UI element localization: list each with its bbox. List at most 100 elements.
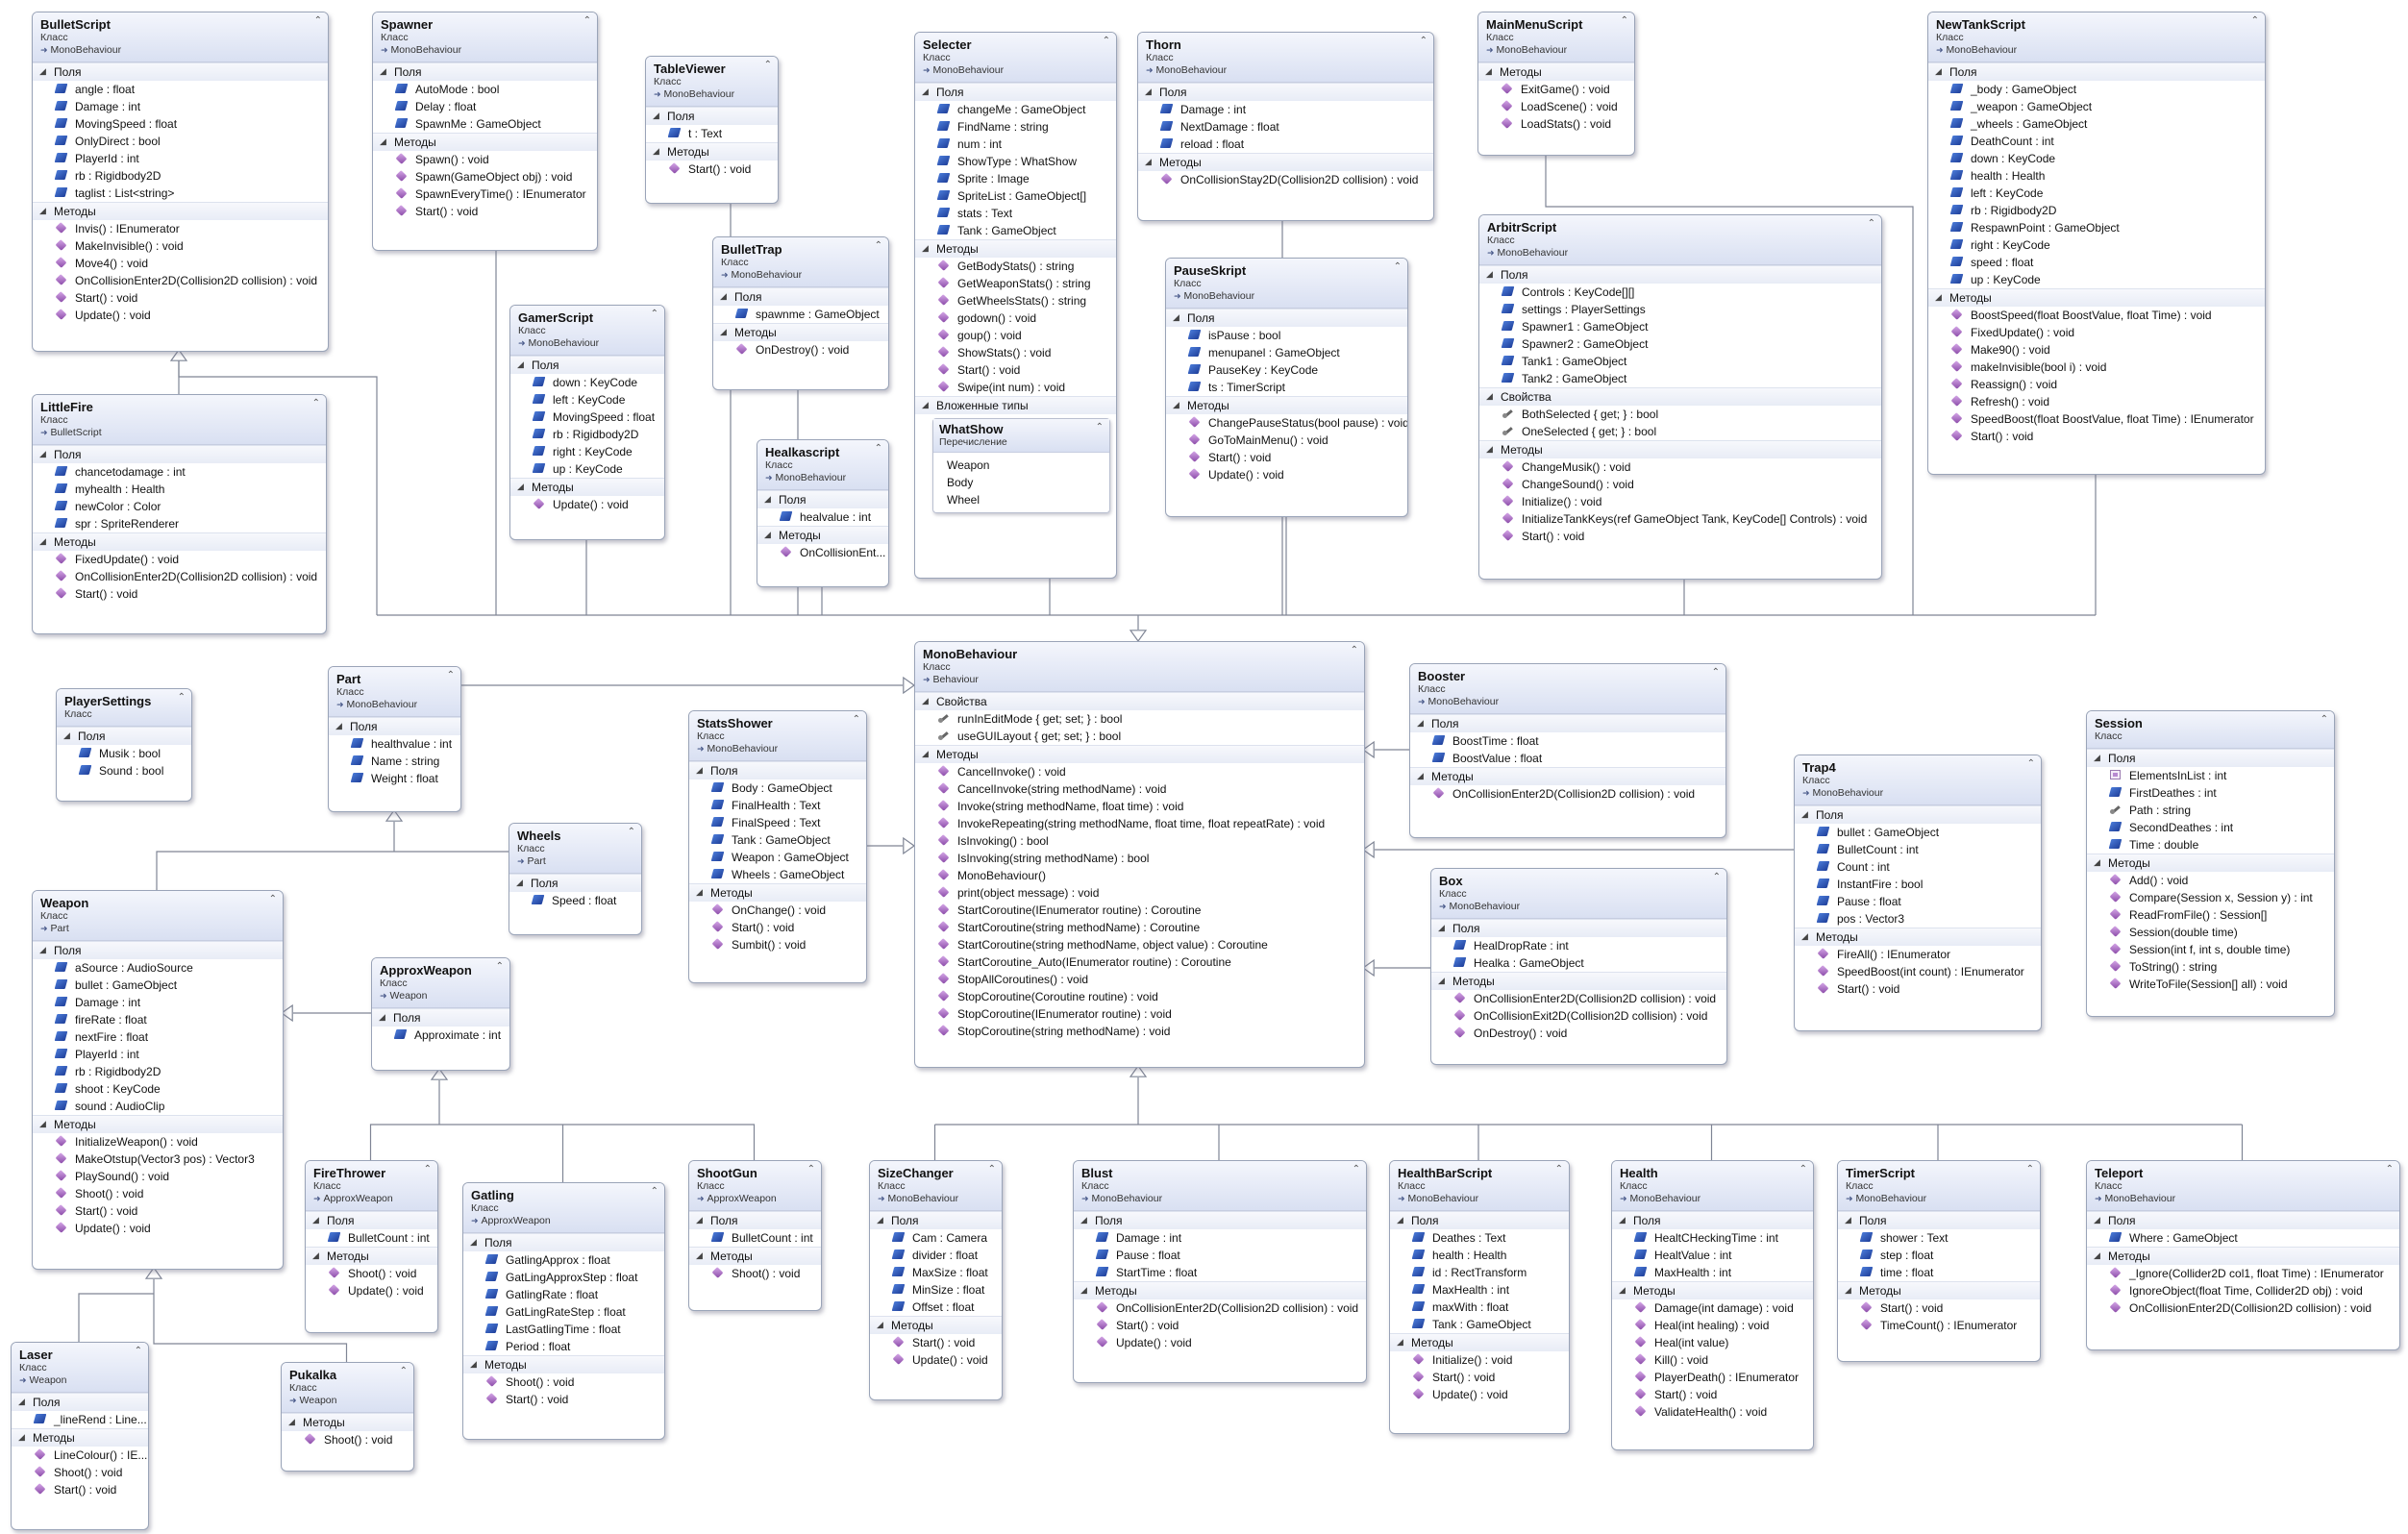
class-member[interactable]: FireAll() : IEnumerator [1795, 946, 2041, 963]
collapse-chevron-icon[interactable]: ⌃ [1393, 261, 1402, 272]
class-member[interactable]: MaxSize : float [870, 1264, 1002, 1281]
class-member[interactable]: MaxHealth : int [1390, 1281, 1569, 1299]
class-member[interactable]: Musik : bool [57, 745, 191, 762]
class-member[interactable]: MaxHealth : int [1612, 1264, 1813, 1281]
class-member[interactable]: OnDestroy() : void [1431, 1025, 1726, 1042]
class-member[interactable]: CancelInvoke() : void [915, 763, 1364, 780]
methods-section-title[interactable]: ◢Методы [1795, 928, 2041, 946]
class-member[interactable]: nextFire : float [33, 1028, 283, 1046]
class-member[interactable]: sound : AudioClip [33, 1098, 283, 1115]
class-member[interactable]: pos : Vector3 [1795, 910, 2041, 928]
class-member[interactable]: chancetodamage : int [33, 463, 326, 481]
collapse-chevron-icon[interactable]: ⌃ [1102, 36, 1110, 46]
class-member[interactable]: Start() : void [1390, 1369, 1569, 1386]
class-member[interactable]: SecondDeathes : int [2087, 819, 2334, 836]
class-member[interactable]: OnCollisionExit2D(Collision2D collision)… [1431, 1007, 1726, 1025]
class-member[interactable]: ChangePauseStatus(bool pause) : void [1166, 414, 1407, 432]
class-member[interactable]: GatlingApprox : float [463, 1251, 664, 1269]
collapse-chevron-icon[interactable]: ⌃ [763, 60, 772, 70]
class-member[interactable]: ToString() : string [2087, 958, 2334, 976]
class-member[interactable]: id : RectTransform [1390, 1264, 1569, 1281]
class-member[interactable]: Start() : void [33, 1202, 283, 1220]
class-member[interactable]: BoostTime : float [1410, 732, 1725, 750]
class-member[interactable]: StartTime : float [1074, 1264, 1366, 1281]
collapse-chevron-icon[interactable]: ⌃ [313, 15, 322, 26]
collapse-chevron-icon[interactable]: ⌃ [1867, 218, 1875, 229]
class-member[interactable]: shoot : KeyCode [33, 1080, 283, 1098]
fields-section-title[interactable]: ◢Поля [329, 717, 460, 735]
collapse-chevron-icon[interactable]: ⌃ [177, 692, 186, 703]
class-member[interactable]: StopAllCoroutines() : void [915, 971, 1364, 988]
class-member[interactable]: Damage : int [33, 994, 283, 1011]
class-member[interactable]: Compare(Session x, Session y) : int [2087, 889, 2334, 906]
class-member[interactable]: BulletCount : int [306, 1229, 437, 1247]
fields-section-title[interactable]: ◢Поля [1838, 1211, 2040, 1229]
class-member[interactable]: ChangeMusik() : void [1479, 458, 1881, 476]
class-member[interactable]: Kill() : void [1612, 1351, 1813, 1369]
fields-section-title[interactable]: ◢Поля [57, 727, 191, 745]
class-member[interactable]: aSource : AudioSource [33, 959, 283, 977]
class-member[interactable]: spr : SpriteRenderer [33, 515, 326, 532]
class-member[interactable]: Shoot() : void [306, 1265, 437, 1282]
class-member[interactable]: SpriteList : GameObject[] [915, 187, 1116, 205]
class-member[interactable]: Shoot() : void [689, 1265, 821, 1282]
methods-section-title[interactable]: ◢Методы [373, 133, 597, 151]
class-member[interactable]: Period : float [463, 1338, 664, 1355]
collapse-chevron-icon[interactable]: ⌃ [1711, 667, 1720, 678]
fields-section-title[interactable]: ◢Поля [1138, 83, 1433, 101]
class-member[interactable]: Time : double [2087, 836, 2334, 854]
class-member[interactable]: PlayerDeath() : IEnumerator [1612, 1369, 1813, 1386]
class-member[interactable]: WriteToFile(Session[] all) : void [2087, 976, 2334, 993]
nested-types-title[interactable]: ◢Вложенные типы [915, 396, 1116, 414]
class-member[interactable]: runInEditMode { get; set; } : bool [915, 710, 1364, 728]
class-member[interactable]: bullet : GameObject [33, 977, 283, 994]
class-member[interactable]: LastGatlingTime : float [463, 1321, 664, 1338]
class-member[interactable]: OnChange() : void [689, 902, 866, 919]
collapse-chevron-icon[interactable]: ⌃ [650, 309, 658, 319]
class-member[interactable]: Session(int f, int s, double time) [2087, 941, 2334, 958]
methods-section-title[interactable]: ◢Методы [33, 202, 328, 220]
collapse-chevron-icon[interactable]: ⌃ [583, 15, 591, 26]
class-member[interactable]: Body : GameObject [689, 779, 866, 797]
class-member[interactable]: Start() : void [1928, 428, 2265, 445]
fields-section-title[interactable]: ◢Поля [373, 62, 597, 81]
collapse-chevron-icon[interactable]: ⌃ [627, 827, 635, 837]
fields-section-title[interactable]: ◢Поля [1928, 62, 2265, 81]
class-member[interactable]: health : Health [1390, 1247, 1569, 1264]
class-member[interactable]: Update() : void [1166, 466, 1407, 483]
methods-section-title[interactable]: ◢Методы [689, 1247, 821, 1265]
class-member[interactable]: Tank2 : GameObject [1479, 370, 1881, 387]
properties-section-title[interactable]: ◢Свойства [1479, 387, 1881, 406]
collapse-chevron-icon[interactable]: ⌃ [399, 1366, 408, 1376]
methods-section-title[interactable]: ◢Методы [2087, 854, 2334, 872]
collapse-chevron-icon[interactable]: ⌃ [1419, 36, 1427, 46]
class-member[interactable]: Weapon : GameObject [689, 849, 866, 866]
methods-section-title[interactable]: ◢Методы [1166, 396, 1407, 414]
class-member[interactable]: GetWheelsStats() : string [915, 292, 1116, 309]
class-member[interactable]: MinSize : float [870, 1281, 1002, 1299]
class-member[interactable]: PlaySound() : void [33, 1168, 283, 1185]
class-member[interactable]: Initialize() : void [1479, 493, 1881, 510]
class-member[interactable]: MovingSpeed : float [510, 408, 664, 426]
class-member[interactable]: _lineRend : Line... [12, 1411, 148, 1428]
